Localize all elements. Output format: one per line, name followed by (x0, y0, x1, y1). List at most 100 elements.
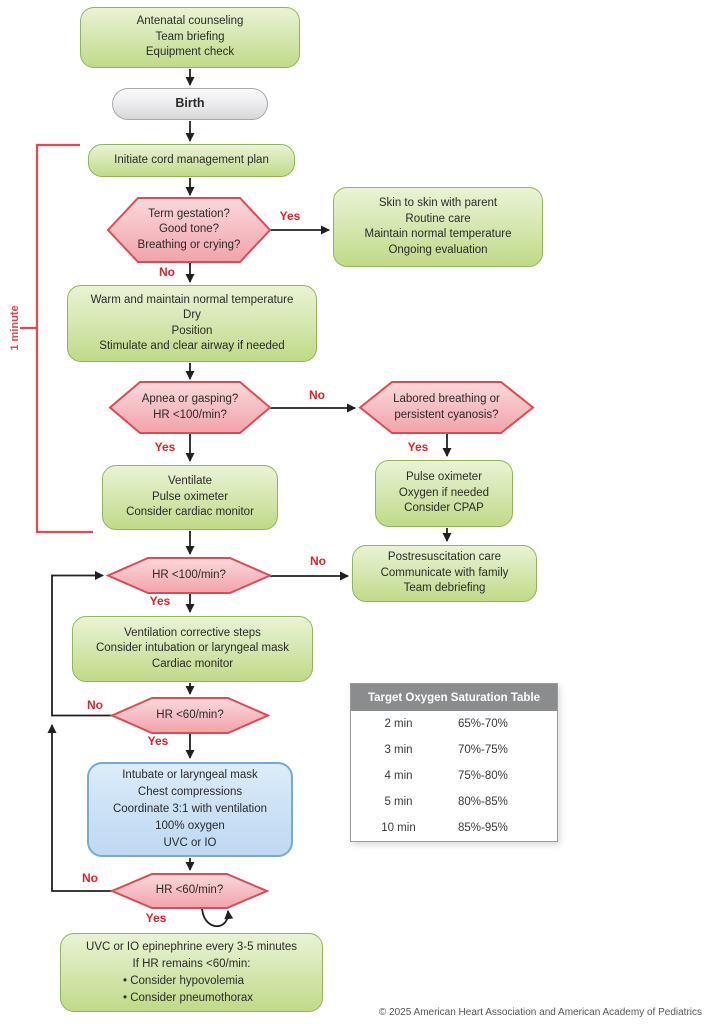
edge-label-apnea-yes: Yes (154, 440, 176, 454)
text-line: Breathing or crying? (137, 238, 241, 251)
copyright-notice: © 2025 American Heart Association and Am… (378, 1007, 702, 1018)
process-warm-dry-position: Warm and maintain normal temperature Dry… (67, 285, 317, 362)
text-line: persistent cyanosis? (394, 408, 499, 421)
text-line: Communicate with family (380, 566, 509, 579)
text-line: Pulse oximeter (151, 490, 229, 503)
decision-hr100-label: HR <100/min? (118, 558, 260, 593)
table-cell-range: 75%-80% (458, 770, 508, 782)
decision-term-gestation-shape (106, 197, 272, 263)
arrow-hr60a-loopback-no (51, 571, 112, 717)
text-line: Coordinate 3:1 with ventilation (112, 803, 268, 815)
text-line: UVC or IO epinephrine every 3-5 minutes (86, 940, 297, 953)
text-line: Ongoing evaluation (388, 243, 488, 256)
text-line: UVC or IO (163, 837, 217, 849)
table-row: 10 min 85%-95% (351, 815, 557, 841)
text-line: If HR remains <60/min: (132, 957, 251, 970)
decision-apnea-gasping-label: Apnea or gasping? HR <100/min? (125, 382, 255, 433)
edge-label-labored-yes: Yes (407, 440, 429, 454)
text-line: Good tone? (158, 223, 220, 236)
edge-label-hr60a-yes: Yes (147, 734, 169, 748)
text-line: HR <100/min? (153, 408, 227, 421)
table-cell-range: 80%-85% (458, 796, 508, 808)
edge-label-hr100-yes: Yes (149, 594, 171, 608)
table-cell-time: 3 min (384, 744, 413, 756)
process-skin-to-skin: Skin to skin with parent Routine care Ma… (333, 187, 543, 267)
edge-label-hr60a-no: No (87, 698, 103, 712)
table-cell-range: 85%-95% (458, 822, 508, 834)
text-line: Routine care (405, 212, 471, 225)
edge-label-hr60b-yes: Yes (145, 911, 167, 925)
table-cell-time: 2 min (384, 718, 413, 730)
one-minute-label: 1 minute (9, 305, 21, 351)
arrow-hr60b-loopback-no (47, 724, 112, 892)
text-line: Oxygen if needed (398, 486, 490, 499)
text-line: Consider intubation or laryngeal mask (95, 642, 290, 655)
table-row: 3 min 70%-75% (351, 737, 557, 763)
text-line: Initiate cord management plan (114, 153, 269, 166)
process-pulse-oximeter-cpap: Pulse oximeter Oxygen if needed Consider… (375, 460, 513, 527)
text-line: Pulse oximeter (405, 471, 483, 484)
text-line: 100% oxygen (155, 820, 225, 832)
target-oxygen-saturation-table: Target Oxygen Saturation Table 2 min 65%… (350, 683, 558, 842)
text-line: Warm and maintain normal temperature (90, 293, 294, 306)
table-cell-range: 70%-75% (458, 744, 508, 756)
text-line: Consider cardiac monitor (126, 506, 254, 519)
table-title: Target Oxygen Saturation Table (351, 684, 557, 711)
decision-hr60-second-shape (109, 873, 270, 909)
process-ventilate: Ventilate Pulse oximeter Consider cardia… (102, 465, 278, 530)
edge-label-apnea-no: No (309, 388, 325, 402)
text-line: Position (171, 324, 213, 337)
process-antenatal-counseling: Antenatal counseling Team briefing Equip… (80, 7, 300, 68)
text-line: Stimulate and clear airway if needed (99, 340, 285, 352)
decision-labored-breathing-label: Labored breathing or persistent cyanosis… (376, 382, 517, 433)
decision-apnea-gasping-shape (108, 381, 272, 434)
text-line: Maintain normal temperature (364, 228, 512, 240)
text-line: HR <100/min? (152, 568, 226, 581)
text-line: Apnea or gasping? (141, 393, 239, 405)
process-postresuscitation-care: Postresuscitation care Communicate with … (352, 545, 537, 602)
text-line: Postresuscitation care (387, 551, 502, 564)
process-intubate-compressions: Intubate or laryngeal mask Chest compres… (87, 762, 293, 857)
bracket-line (35, 143, 93, 534)
text-line: • Consider pneumothorax (123, 991, 253, 1004)
decision-hr100-shape (105, 557, 273, 594)
text-line: HR <60/min? (156, 708, 224, 721)
table-cell-time: 4 min (384, 770, 413, 782)
text-line: Ventilate (167, 475, 213, 488)
table-cell-time: 10 min (381, 822, 416, 834)
one-minute-bracket (20, 143, 93, 534)
text-line: HR <60/min? (155, 884, 224, 897)
process-ventilation-corrective: Ventilation corrective steps Consider in… (72, 616, 313, 682)
text-line: Ventilation corrective steps (124, 626, 261, 639)
text-line: Team briefing (155, 30, 225, 43)
text-line: Intubate or laryngeal mask (122, 769, 258, 781)
edge-label-hr60b-no: No (82, 871, 98, 885)
text-line: Labored breathing or (393, 393, 500, 405)
text-line: Equipment check (145, 46, 235, 59)
decision-hr60-second-label: HR <60/min? (120, 874, 259, 908)
table-row: 4 min 75%-80% (351, 763, 557, 789)
edge-label-term-no: No (159, 265, 175, 279)
process-cord-management: Initiate cord management plan (88, 144, 295, 177)
terminal-birth: Birth (112, 88, 268, 120)
table-row: 5 min 80%-85% (351, 789, 557, 815)
text-line: Term gestation? (148, 207, 230, 220)
text-line: Dry (183, 309, 201, 321)
decision-hr60-first-shape (109, 697, 271, 734)
table-cell-time: 5 min (384, 796, 413, 808)
text-line: Chest compressions (137, 786, 243, 798)
text-line: Antenatal counseling (136, 15, 244, 28)
table-row: 2 min 65%-70% (351, 711, 557, 737)
process-epinephrine: UVC or IO epinephrine every 3-5 minutes … (60, 933, 323, 1012)
edge-label-term-yes: Yes (279, 209, 301, 223)
text-line: Skin to skin with parent (378, 197, 498, 209)
arrow-hr60b-repeat-loop (201, 905, 234, 928)
text-line: Cardiac monitor (151, 657, 234, 670)
decision-hr60-first-label: HR <60/min? (120, 698, 260, 733)
text-line: Team debriefing (403, 582, 486, 595)
decision-labored-breathing-shape (358, 381, 535, 434)
table-cell-range: 65%-70% (458, 718, 508, 730)
text-line: Consider CPAP (404, 502, 484, 515)
